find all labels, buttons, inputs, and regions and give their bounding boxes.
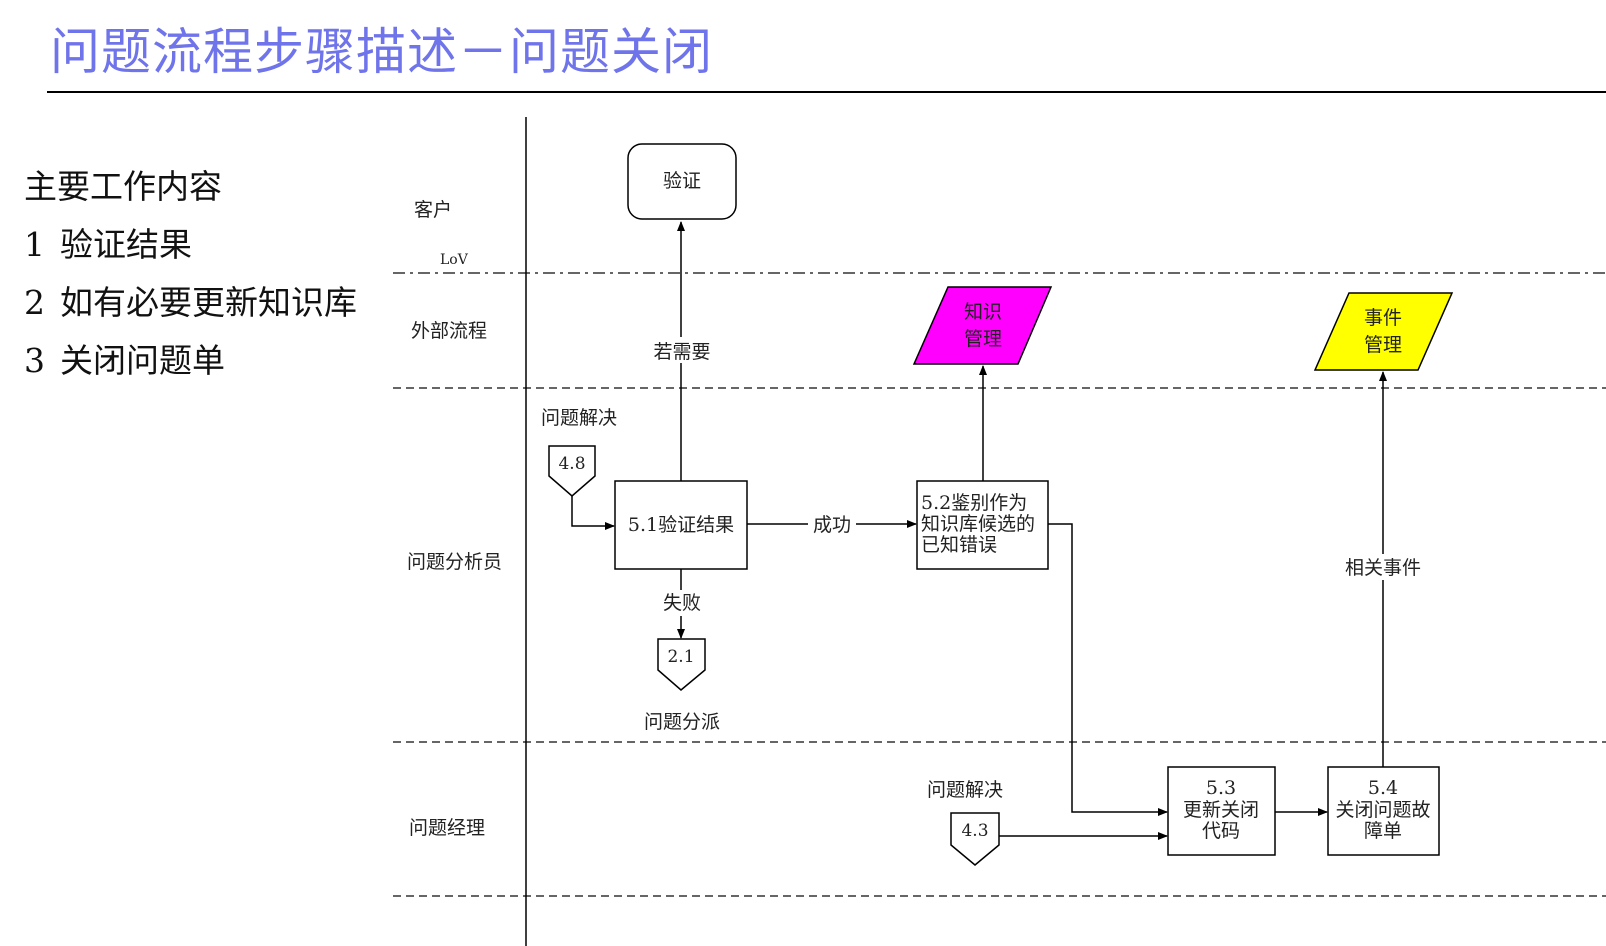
node-incident-management: [1313, 292, 1454, 371]
node-5-3-line1: 5.3: [1206, 777, 1236, 799]
title-divider: [47, 91, 1606, 93]
label-problem-resolve-bottom: 问题解决: [927, 779, 1003, 801]
node-verify-label: 验证: [663, 170, 701, 192]
node-5-4-line3: 障单: [1364, 820, 1402, 842]
label-problem-resolve-top: 问题解决: [541, 407, 617, 429]
node-5-3-line3: 代码: [1202, 820, 1240, 842]
node-5-2-line2: 知识库候选的: [921, 513, 1035, 535]
node-5-4-line2: 关闭问题故: [1335, 799, 1430, 821]
node-knowledge-management: [912, 286, 1053, 365]
connector-4-8: [548, 445, 596, 497]
lane-label-manager: 问题经理: [409, 817, 485, 839]
work-item: 3 关闭问题单: [24, 342, 374, 380]
label-problem-assign: 问题分派: [644, 711, 720, 733]
connector-4-8-label: 4.8: [558, 454, 585, 474]
node-5-1-verify-result: [614, 480, 748, 570]
work-item-text: 验证结果: [60, 225, 192, 264]
edge-label-failure: 失败: [663, 592, 701, 614]
work-item: 2 如有必要更新知识库: [24, 284, 374, 322]
edge-label-if-needed: 若需要: [653, 341, 710, 363]
node-verify: [627, 143, 737, 220]
node-5-3-line2: 更新关闭: [1183, 799, 1259, 821]
work-content-heading: 主要工作内容: [24, 167, 222, 206]
edge-label-success: 成功: [813, 514, 851, 536]
node-knowledge-management-line1: 知识: [964, 301, 1002, 323]
node-incident-management-line2: 管理: [1364, 334, 1402, 356]
work-item-number: 3: [24, 341, 45, 380]
connector-4-3: [950, 812, 1000, 866]
node-5-2-line3: 已知错误: [921, 534, 997, 556]
node-knowledge-management-line2: 管理: [964, 328, 1002, 350]
arrow-4-8-to-5-1: [571, 496, 615, 530]
lane-label-customer: 客户: [414, 199, 452, 221]
lane-label-lov: LoV: [440, 252, 469, 268]
node-5-4-close-problem-ticket: [1327, 766, 1440, 856]
work-item-text: 如有必要更新知识库: [60, 283, 357, 322]
node-5-1-label: 5.1验证结果: [628, 514, 734, 536]
node-incident-management-line1: 事件: [1364, 307, 1402, 329]
page-title: 问题流程步骤描述－问题关闭: [50, 23, 713, 81]
arrow-5-2-to-5-3: [1048, 523, 1168, 816]
connector-2-1-label: 2.1: [667, 647, 694, 667]
connector-4-3-label: 4.3: [961, 821, 988, 841]
node-5-2-identify-known-error: [916, 480, 1049, 570]
work-item-number: 2: [24, 283, 45, 322]
work-content-panel: 主要工作内容 1 验证结果 2 如有必要更新知识库 3 关闭问题单: [24, 160, 374, 400]
lane-label-external: 外部流程: [411, 320, 487, 342]
lane-label-analyst: 问题分析员: [407, 551, 502, 573]
node-5-3-update-close-code: [1167, 766, 1276, 856]
connector-2-1: [657, 638, 706, 691]
node-5-4-line1: 5.4: [1368, 777, 1398, 799]
work-item: 1 验证结果: [24, 226, 374, 264]
node-5-2-line1: 5.2鉴别作为: [921, 492, 1027, 514]
work-item-number: 1: [24, 225, 45, 264]
edge-label-related-incident: 相关事件: [1345, 557, 1421, 579]
work-item-text: 关闭问题单: [60, 341, 225, 380]
